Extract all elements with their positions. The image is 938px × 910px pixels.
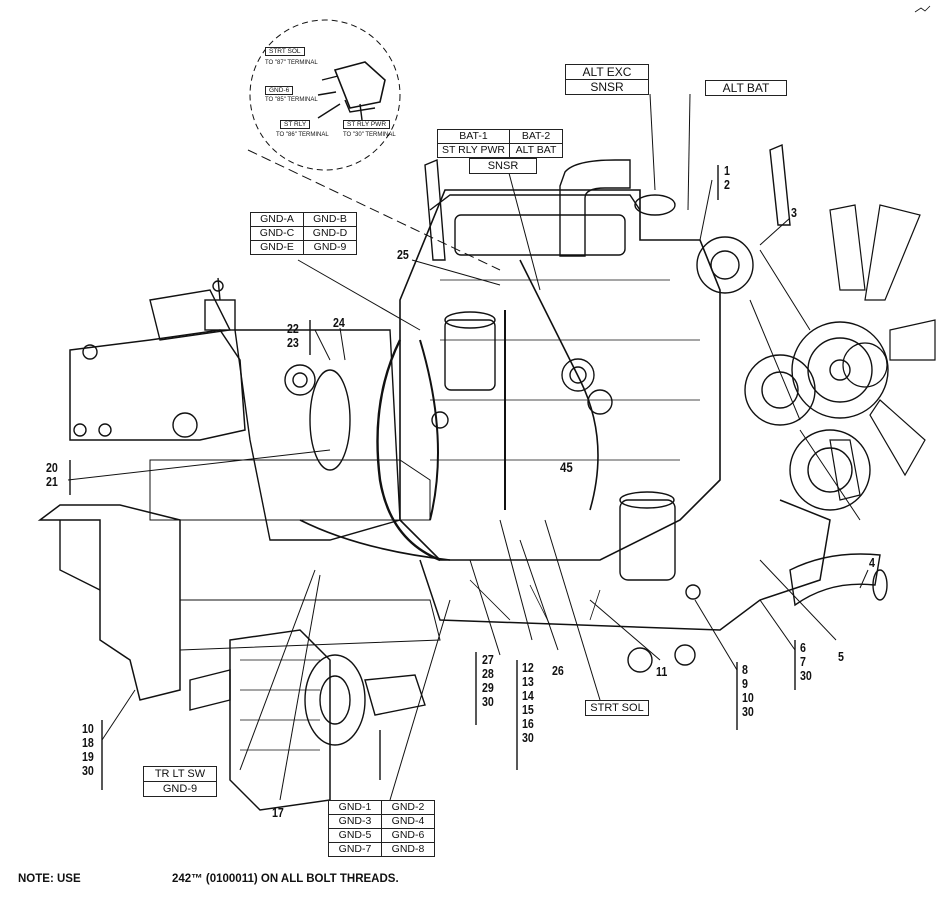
inset-st-rly-label: ST RLY: [280, 120, 311, 129]
table-row: GND-E GND-9: [250, 240, 357, 255]
table-cell: GND-1: [328, 800, 382, 815]
callout-25: 25: [397, 247, 409, 262]
relay-detail-inset: [249, 19, 401, 171]
callout-number: 1: [724, 163, 730, 178]
callout-number: 22: [287, 321, 299, 336]
callout-5: 5: [838, 649, 844, 664]
strt-sol-label: STRT SOL: [585, 700, 649, 716]
table-cell: ALT BAT: [509, 143, 564, 158]
callout-number: 23: [287, 335, 299, 350]
engine-casting-mark: 45: [560, 459, 573, 475]
table-row: BAT-1 BAT-2: [436, 129, 564, 144]
tr-lt-sw-label: TR LT SW GND-9: [143, 766, 217, 797]
table-row: GND-C GND-D: [250, 226, 357, 241]
callout-number: 28: [482, 666, 494, 681]
callout-number: 10: [82, 721, 94, 736]
callout-number: 2: [724, 177, 730, 192]
snsr-text: SNSR: [590, 80, 624, 94]
table-row: ST RLY PWR ALT BAT: [436, 143, 564, 158]
table-cell: BAT-1: [436, 129, 511, 144]
callout-26: 26: [552, 663, 564, 678]
table-cell: ST RLY PWR: [436, 143, 511, 158]
table-cell: GND-4: [381, 814, 435, 829]
callout-1-2: 1 2: [724, 164, 730, 192]
table-cell: GND-2: [381, 800, 435, 815]
callout-22-23: 22 23: [287, 322, 299, 350]
callout-4: 4: [869, 555, 875, 570]
callout-number: 13: [522, 674, 534, 689]
callout-24: 24: [333, 315, 345, 330]
callout-number: 18: [82, 735, 94, 750]
alt-exc-text: ALT EXC: [566, 65, 648, 80]
table-cell: GND-3: [328, 814, 382, 829]
callout-17: 17: [272, 805, 284, 820]
table-cell: GND-8: [381, 842, 435, 857]
snsr-label: SNSR: [469, 158, 537, 174]
callout-number: 12: [522, 660, 534, 675]
alt-exc-snsr-label: ALT EXC SNSR: [565, 64, 649, 95]
table-cell: GND-C: [250, 226, 304, 241]
callout-20-21: 20 21: [46, 461, 58, 489]
bat-wire-table: BAT-1 BAT-2 ST RLY PWR ALT BAT: [436, 129, 564, 158]
note-suffix: 242™ (0100011) ON ALL BOLT THREADS.: [172, 873, 399, 885]
callout-number: 7: [800, 654, 806, 669]
callout-number: 30: [522, 730, 534, 745]
table-cell: GND-9: [303, 240, 357, 255]
callout-number: 14: [522, 688, 534, 703]
table-row: GND-7 GND-8: [328, 842, 435, 857]
inset-gnd6-label: GND-6: [265, 86, 294, 95]
gnd-lower-table: GND-1 GND-2 GND-3 GND-4 GND-5 GND-6 GND-…: [328, 800, 435, 857]
callout-number: 15: [522, 702, 534, 717]
callout-number: 27: [482, 652, 494, 667]
table-cell: GND-E: [250, 240, 304, 255]
table-cell: BAT-2: [509, 129, 564, 144]
table-cell: GND-7: [328, 842, 382, 857]
callout-number: 21: [46, 474, 58, 489]
inset-st-rly-pwr-terminal: TO "30" TERMINAL: [343, 132, 396, 138]
callout-number: 30: [482, 694, 494, 709]
table-row: GND-5 GND-6: [328, 828, 435, 843]
inset-gnd6-terminal: TO "85" TERMINAL: [265, 97, 318, 103]
inset-strt-sol-terminal: TO "87" TERMINAL: [265, 60, 318, 66]
alt-bat-text: ALT BAT: [722, 81, 770, 95]
inset-strt-sol-label: STRT SOL: [265, 47, 305, 56]
callout-number: 30: [742, 704, 754, 719]
table-cell: GND-6: [381, 828, 435, 843]
callout-10-18-19-30: 10 18 19 30: [82, 722, 94, 778]
inset-st-rly-terminal: TO "86" TERMINAL: [276, 132, 329, 138]
callout-number: 8: [742, 662, 748, 677]
callout-number: 10: [742, 690, 754, 705]
callout-number: 19: [82, 749, 94, 764]
table-cell: GND-5: [328, 828, 382, 843]
table-row: GND-1 GND-2: [328, 800, 435, 815]
table-cell: GND-D: [303, 226, 357, 241]
callout-6-7-30: 6 7 30: [800, 641, 812, 683]
gnd-9-text: GND-9: [162, 783, 198, 795]
callout-number: 20: [46, 460, 58, 475]
callout-number: 9: [742, 676, 748, 691]
callout-8-9-10-30: 8 9 10 30: [742, 663, 754, 719]
table-cell: GND-A: [250, 212, 304, 227]
callout-number: 29: [482, 680, 494, 695]
table-row: GND-3 GND-4: [328, 814, 435, 829]
callout-11: 11: [656, 664, 668, 679]
inset-st-rly-pwr-label: ST RLY PWR: [343, 120, 391, 129]
callout-3: 3: [791, 205, 797, 220]
strt-sol-text: STRT SOL: [590, 702, 644, 714]
gnd-upper-table: GND-A GND-B GND-C GND-D GND-E GND-9: [250, 212, 357, 255]
callout-number: 6: [800, 640, 806, 655]
table-row: GND-A GND-B: [250, 212, 357, 227]
note-prefix: NOTE: USE: [18, 873, 81, 885]
callout-number: 16: [522, 716, 534, 731]
callout-number: 30: [82, 763, 94, 778]
alt-bat-label: ALT BAT: [705, 80, 787, 96]
table-cell: GND-B: [303, 212, 357, 227]
callout-12-16-30: 12 13 14 15 16 30: [522, 661, 534, 745]
callout-number: 30: [800, 668, 812, 683]
snsr-mid-text: SNSR: [487, 160, 519, 172]
callout-27-30: 27 28 29 30: [482, 653, 494, 709]
tr-lt-sw-text: TR LT SW: [144, 767, 216, 782]
